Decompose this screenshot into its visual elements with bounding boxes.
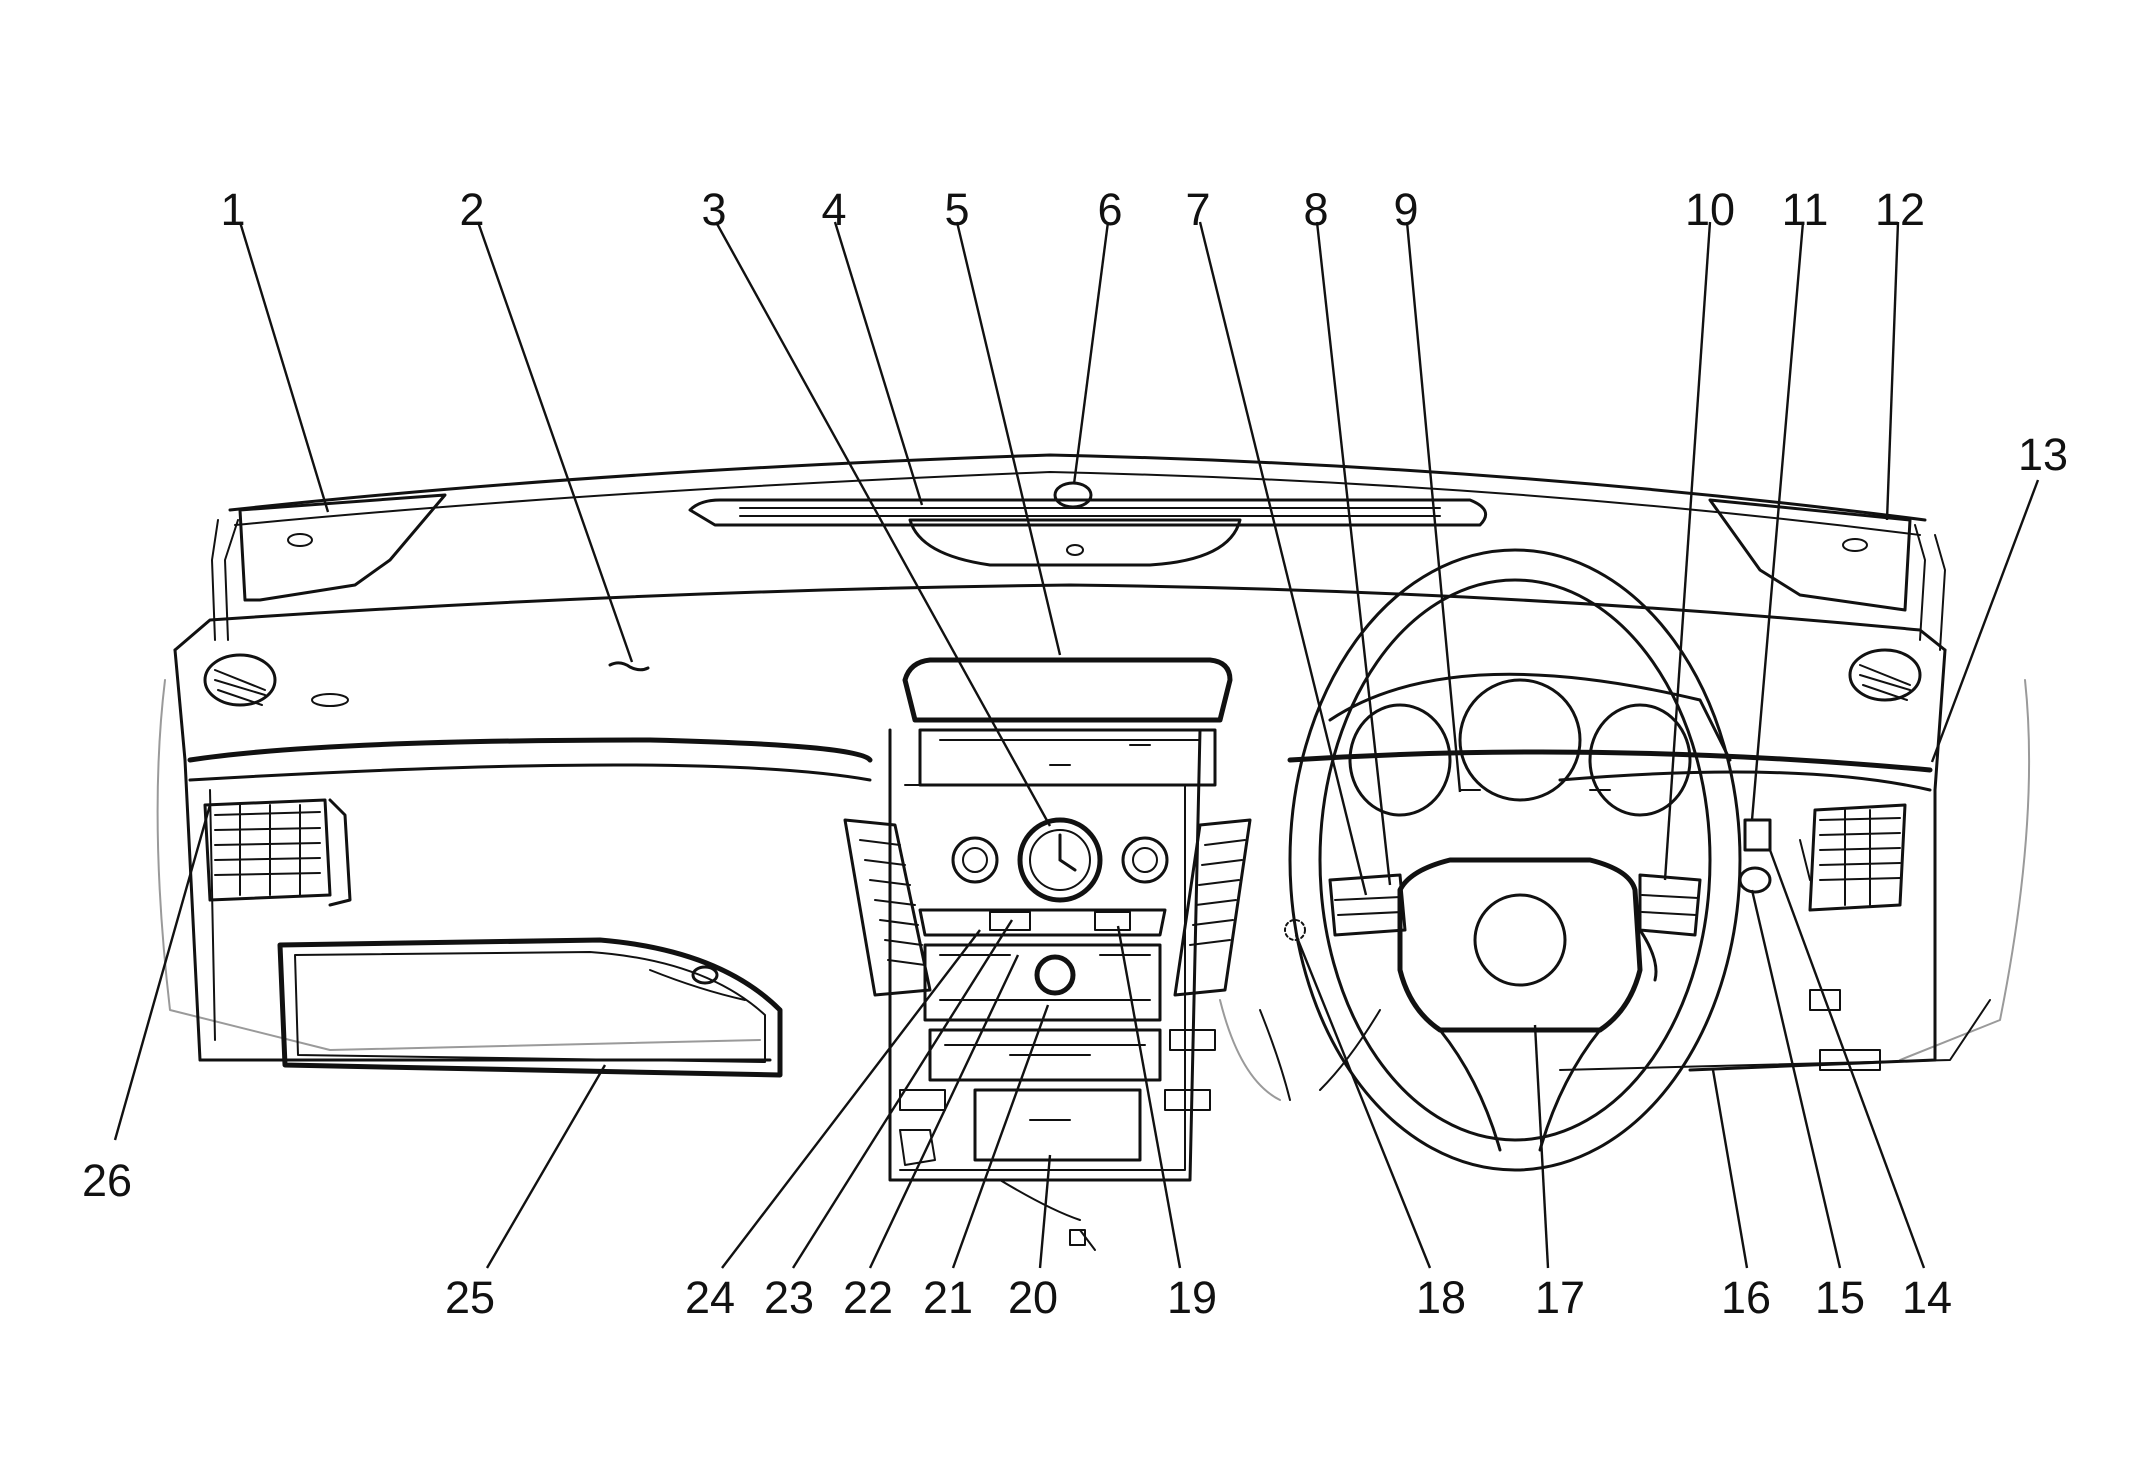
- callout-22: 22: [843, 1272, 893, 1323]
- callout-23: 23: [764, 1272, 814, 1323]
- callout-20: 20: [1008, 1272, 1058, 1323]
- left-outer-vent: [203, 653, 277, 707]
- steering-wheel: [1284, 548, 1742, 1172]
- callout-13: 13: [2018, 429, 2068, 480]
- dash-sensor: [608, 661, 650, 672]
- instrument-cluster: [1328, 672, 1732, 817]
- left-end-panel: [211, 493, 447, 641]
- callout-4: 4: [821, 184, 846, 235]
- leader-21: [951, 1004, 1050, 1269]
- callout-3: 3: [701, 184, 726, 235]
- leader-23: [791, 919, 1014, 1269]
- callout-19: 19: [1167, 1272, 1217, 1323]
- callout-12: 12: [1875, 184, 1925, 235]
- leader-9: [1405, 221, 1462, 793]
- leader-4: [833, 221, 924, 506]
- leader-16: [1711, 1069, 1749, 1269]
- center-stack: [888, 657, 1233, 1251]
- center-speaker-grille: [688, 481, 1488, 567]
- leader-19: [1116, 925, 1182, 1269]
- leader-lines: [113, 221, 2040, 1269]
- left-side-vent: [203, 798, 352, 907]
- leader-3: [714, 221, 1052, 827]
- callout-10: 10: [1685, 184, 1735, 235]
- right-outer-vent: [1848, 648, 1922, 702]
- leader-24: [721, 929, 981, 1269]
- leader-22: [868, 954, 1020, 1269]
- callout-8: 8: [1303, 184, 1328, 235]
- callout-18: 18: [1416, 1272, 1466, 1323]
- right-side-vent: [1808, 803, 1907, 912]
- callout-5: 5: [944, 184, 969, 235]
- leader-2: [476, 221, 634, 663]
- leader-5: [955, 221, 1062, 656]
- right-end-panel: [1708, 498, 1946, 651]
- callout-14: 14: [1902, 1272, 1952, 1323]
- leader-1: [238, 221, 330, 513]
- leader-11: [1750, 221, 1805, 821]
- leader-25: [485, 1064, 607, 1269]
- leader-10: [1663, 221, 1712, 881]
- lower-console: [899, 1009, 1381, 1166]
- leader-20: [1038, 1154, 1052, 1269]
- leader-17: [1533, 1024, 1550, 1269]
- callout-26: 26: [82, 1155, 132, 1206]
- callout-2: 2: [459, 184, 484, 235]
- callout-25: 25: [445, 1272, 495, 1323]
- leader-8: [1315, 221, 1392, 886]
- callout-15: 15: [1815, 1272, 1865, 1323]
- dash-slot: [311, 693, 349, 707]
- leader-14: [1768, 849, 1926, 1269]
- callout-11: 11: [1782, 184, 1829, 235]
- callout-17: 17: [1535, 1272, 1585, 1323]
- leader-12: [1885, 221, 1900, 521]
- callout-7: 7: [1185, 184, 1210, 235]
- leader-18: [1294, 934, 1432, 1269]
- center-left-vent: [843, 818, 932, 997]
- glove-box: [277, 937, 783, 1078]
- callout-24: 24: [685, 1272, 735, 1323]
- callout-labels: 1 2 3 4 5 6 7 8 9 10 11 12 13 14 15 16 1…: [82, 184, 2068, 1323]
- leader-15: [1750, 889, 1842, 1269]
- leader-26: [113, 804, 212, 1141]
- center-right-vent: [1173, 818, 1252, 997]
- leader-13: [1930, 479, 2040, 763]
- leader-6: [1072, 221, 1110, 485]
- leader-7: [1198, 221, 1368, 896]
- callout-6: 6: [1097, 184, 1122, 235]
- instrument-panel-outline: [156, 453, 2031, 1101]
- callout-9: 9: [1393, 184, 1418, 235]
- callout-1: 1: [220, 184, 245, 235]
- callout-21: 21: [923, 1272, 973, 1323]
- callout-16: 16: [1721, 1272, 1771, 1323]
